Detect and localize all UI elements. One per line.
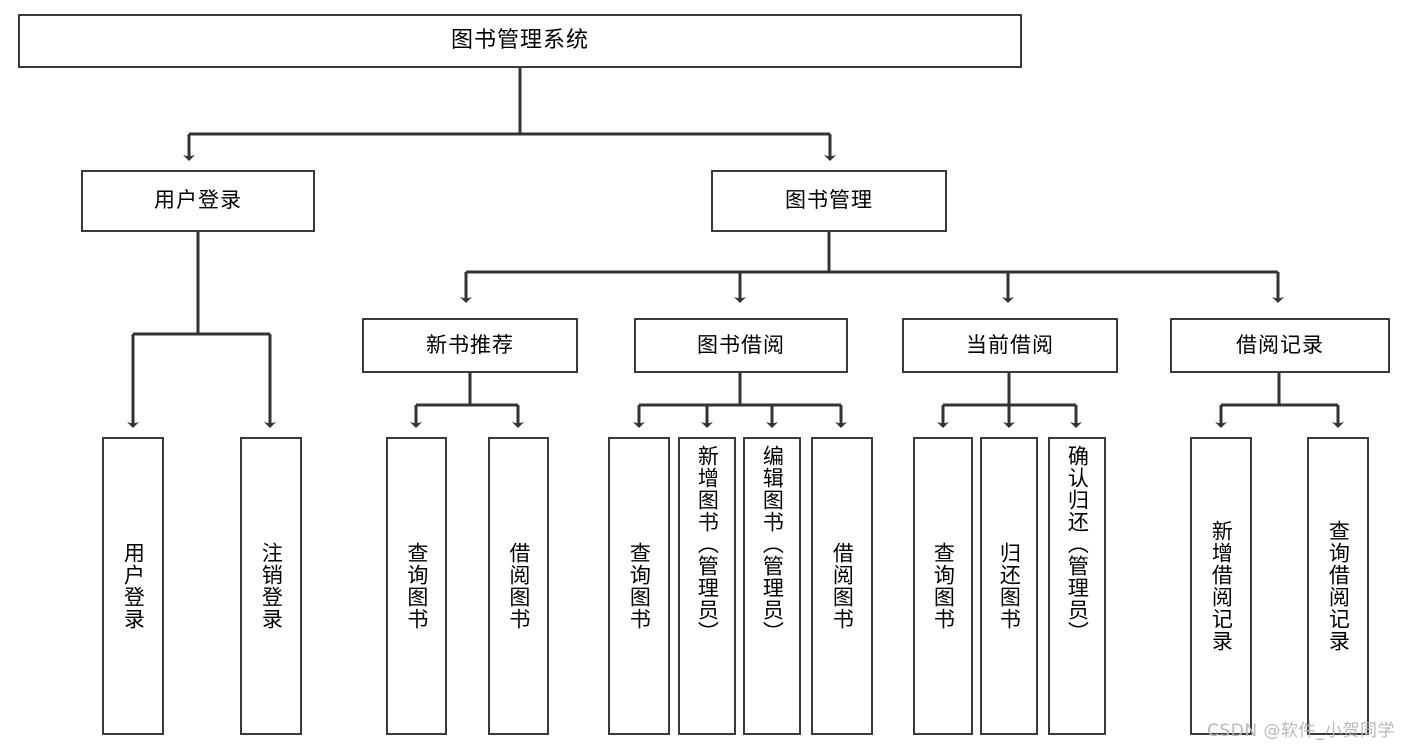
node-leaf-add-book[interactable]: 新增图书（管理员） [678,437,736,735]
node-leaf-query-book-2[interactable]: 查询图书 [608,437,670,735]
node-label: 借阅记录 [1236,332,1324,357]
node-label: 查询图书 [627,542,652,630]
node-label: 查询图书 [931,542,956,630]
node-borrow-record[interactable]: 借阅记录 [1170,318,1390,373]
node-leaf-confirm-return[interactable]: 确认归还（管理员） [1048,437,1106,735]
node-label: 借阅图书 [830,542,855,630]
node-label: 新增图书（管理员） [695,445,720,643]
node-label: 确认归还（管理员） [1065,445,1090,643]
node-label: 注销登录 [259,542,284,630]
node-user-login[interactable]: 用户登录 [81,170,315,232]
node-label: 新增借阅记录 [1209,520,1234,652]
node-leaf-query-book-1[interactable]: 查询图书 [386,437,447,735]
node-label: 新书推荐 [426,332,514,357]
node-book-manage[interactable]: 图书管理 [711,170,947,232]
node-label: 图书管理系统 [450,27,589,53]
node-leaf-edit-book[interactable]: 编辑图书（管理员） [743,437,801,735]
node-leaf-logout-login[interactable]: 注销登录 [240,437,302,735]
node-label: 借阅图书 [506,542,531,630]
node-label: 编辑图书（管理员） [760,445,785,643]
node-leaf-add-record[interactable]: 新增借阅记录 [1190,437,1252,735]
node-label: 查询图书 [404,542,429,630]
node-label: 图书借阅 [697,332,785,357]
node-leaf-query-book-3[interactable]: 查询图书 [913,437,973,735]
node-root-book-management-system[interactable]: 图书管理系统 [18,14,1022,68]
node-label: 图书管理 [785,188,873,213]
node-leaf-return-book[interactable]: 归还图书 [980,437,1038,735]
node-label: 当前借阅 [966,332,1054,357]
csdn-watermark: CSDN @软件_小贺同学 [1207,721,1395,741]
node-current-borrow[interactable]: 当前借阅 [902,318,1118,373]
node-book-borrow[interactable]: 图书借阅 [634,318,848,373]
node-leaf-borrow-book-1[interactable]: 借阅图书 [488,437,549,735]
node-leaf-query-record[interactable]: 查询借阅记录 [1307,437,1369,735]
node-label: 用户登录 [154,188,242,213]
node-label: 归还图书 [997,542,1022,630]
node-new-book-recommend[interactable]: 新书推荐 [362,318,578,373]
node-label: 用户登录 [121,542,146,630]
node-leaf-user-login[interactable]: 用户登录 [102,437,164,735]
node-label: 查询借阅记录 [1326,520,1351,652]
node-leaf-borrow-book-2[interactable]: 借阅图书 [811,437,873,735]
